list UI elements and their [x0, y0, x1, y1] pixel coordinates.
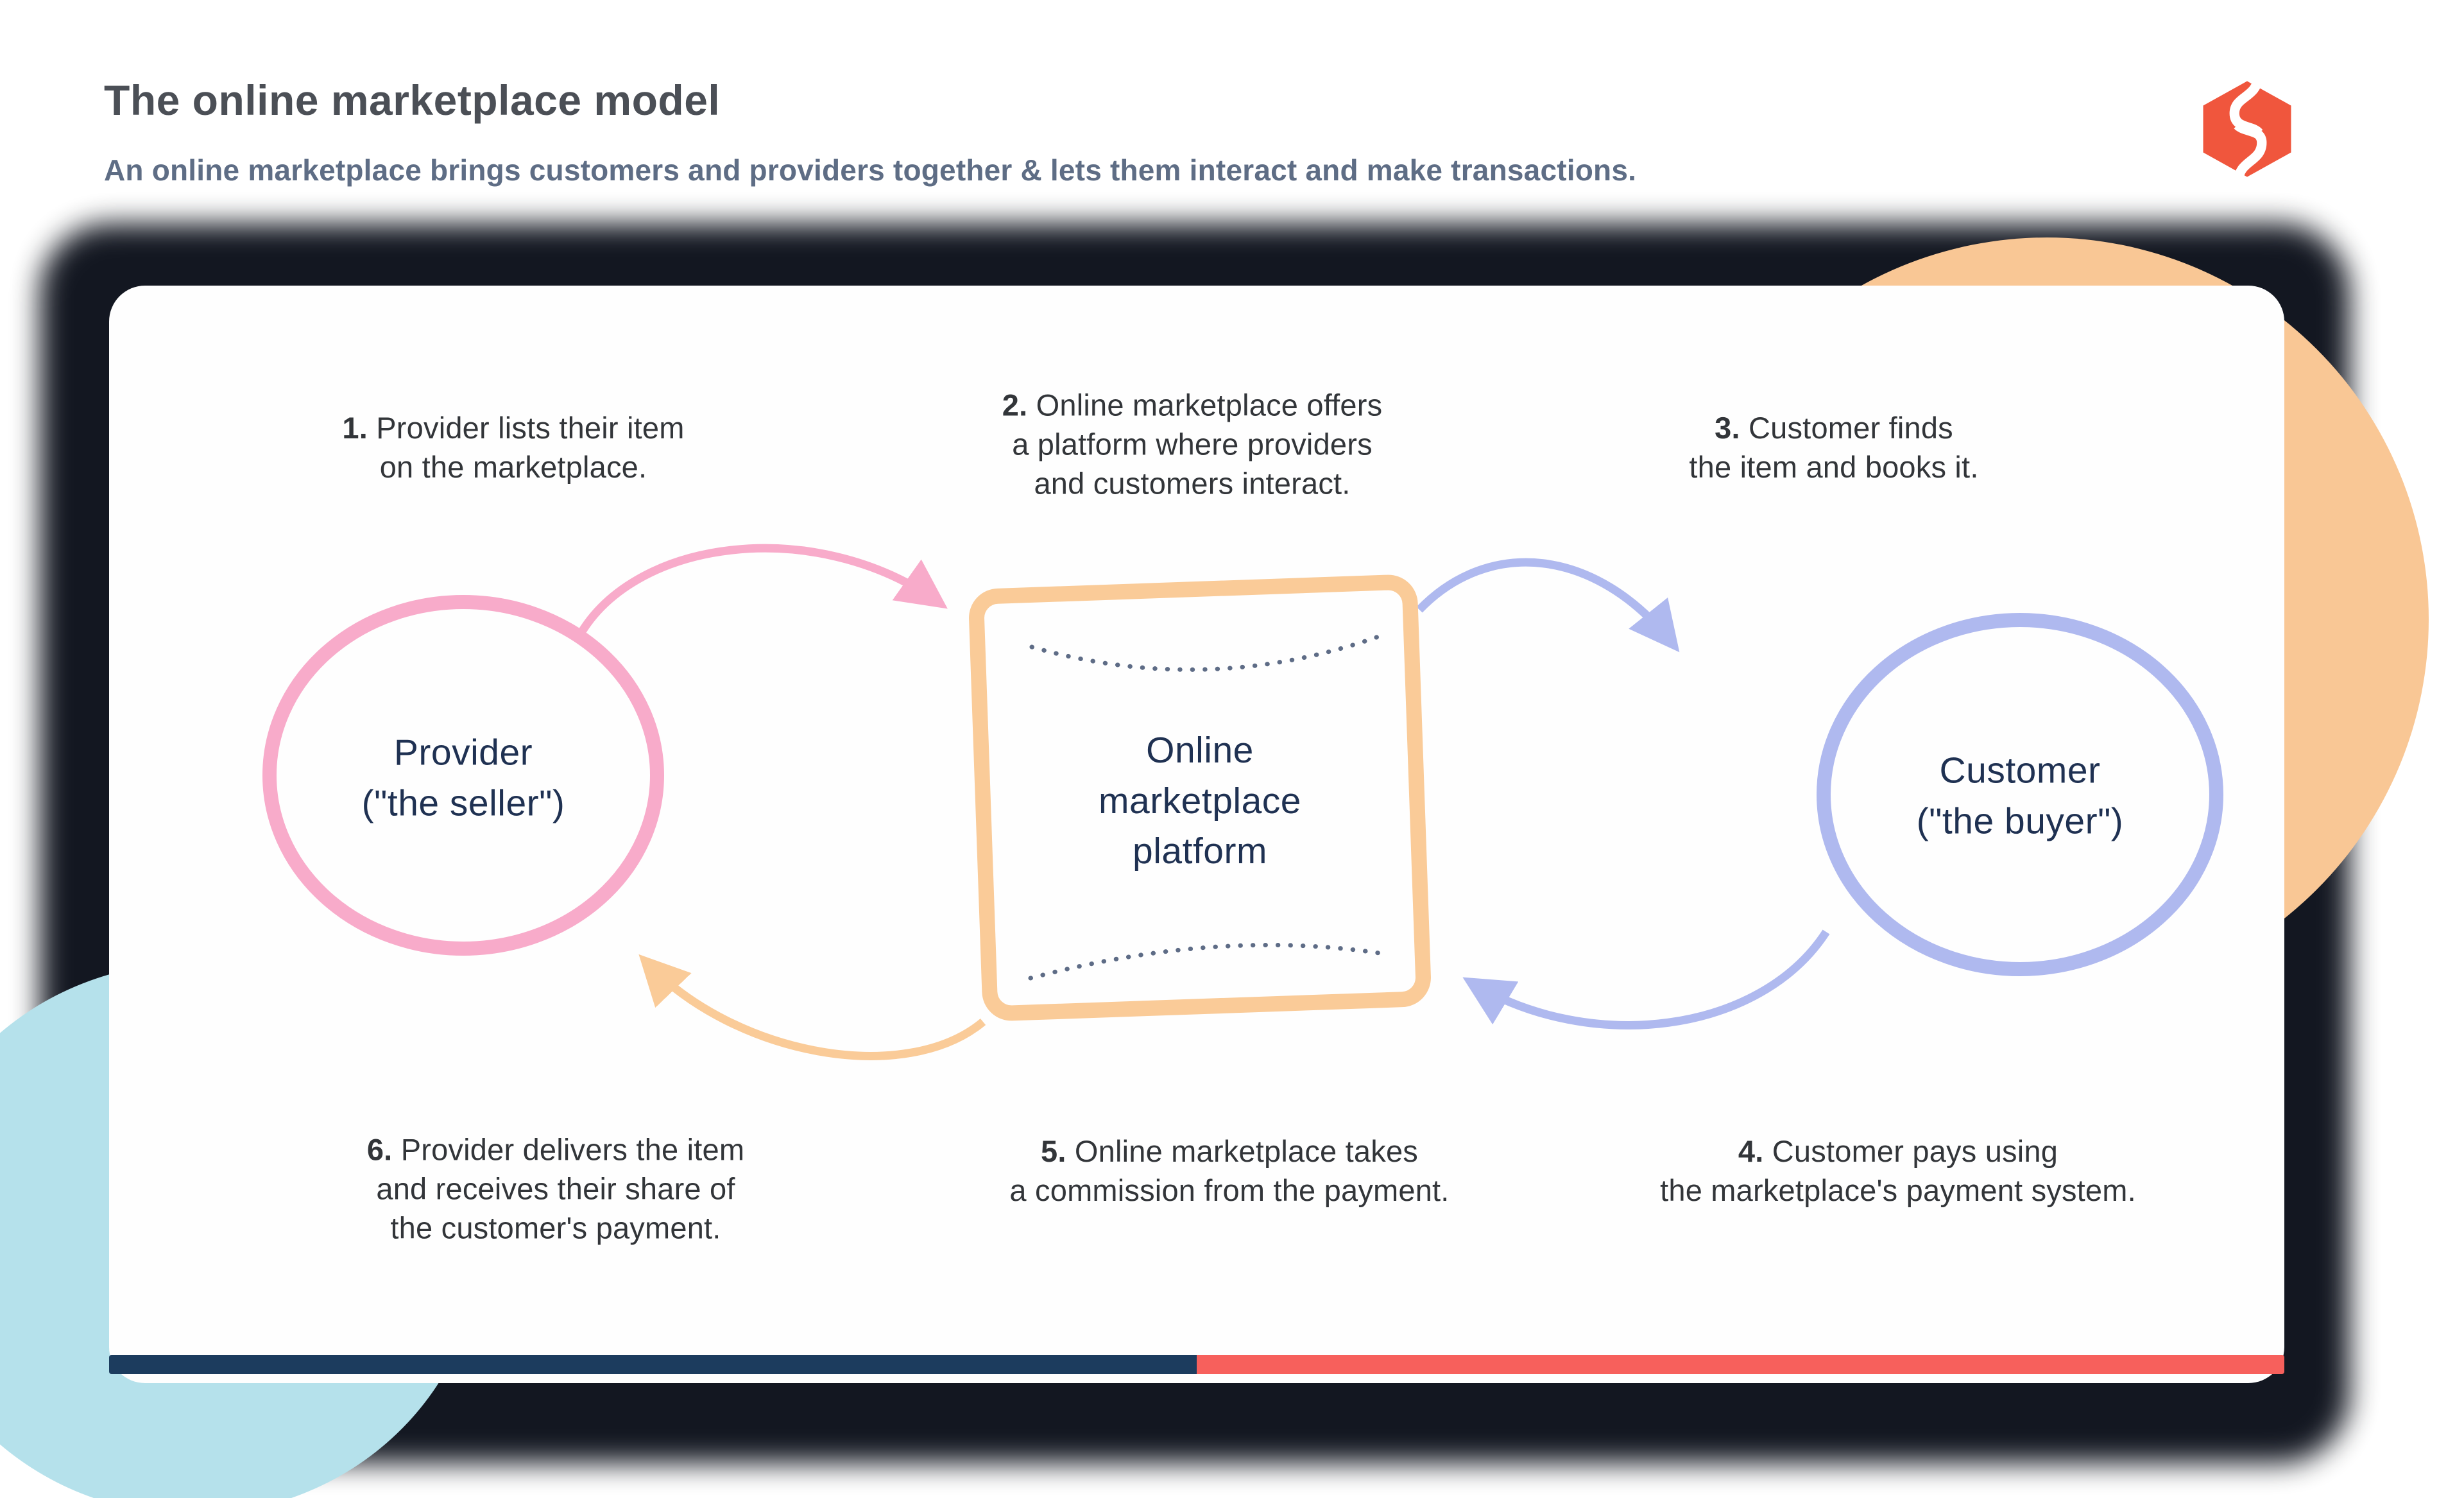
platform-box: [969, 574, 1431, 1021]
sharetribe-logo-icon: [2203, 78, 2291, 180]
arrow-customer-to-platform: [1462, 929, 1830, 1029]
provider-label: Provider ("the seller"): [361, 732, 565, 823]
arrow-platform-to-provider: [638, 954, 986, 1060]
step-3-description: Customer finds the item and books it.: [1689, 410, 1979, 484]
step-4-number: 4.: [1738, 1133, 1764, 1168]
step-5-description: Online marketplace takes a commission fr…: [1009, 1133, 1450, 1207]
step-6-number: 6.: [366, 1132, 393, 1167]
step-4-description: Customer pays using the marketplace's pa…: [1660, 1133, 2136, 1207]
provider-circle: [262, 595, 664, 956]
step-2-description: Online marketplace offers a platform whe…: [1012, 388, 1383, 501]
step-3-number: 3.: [1715, 410, 1740, 445]
customer-label: Customer ("the buyer"): [1916, 750, 2124, 841]
logo-cut-bottom: [2233, 121, 2267, 180]
arrow-platform-to-customer: [1416, 558, 1680, 653]
step-1-number: 1.: [342, 410, 368, 445]
step-2-number: 2.: [1002, 388, 1028, 422]
step-2-text: 2. Online marketplace offers a platform …: [1002, 385, 1383, 503]
platform-label: Online marketplace platform: [1099, 730, 1301, 872]
step-6-description: Provider delivers the item and receives …: [376, 1132, 745, 1245]
customer-circle: [1817, 613, 2223, 976]
bottom-bar-red: [1197, 1355, 2284, 1374]
page-title: The online marketplace model: [104, 76, 721, 124]
step-3-text: 3. Customer finds the item and books it.: [1689, 408, 1978, 486]
step-5-text: 5. Online marketplace takes a commission…: [1009, 1132, 1449, 1210]
step-1-description: Provider lists their item on the marketp…: [376, 410, 685, 484]
step-4-text: 4. Customer pays using the marketplace's…: [1660, 1132, 2136, 1210]
step-5-number: 5.: [1040, 1133, 1066, 1168]
platform-dotted-arc-top: [1029, 634, 1381, 672]
page-subtitle: An online marketplace brings customers a…: [104, 153, 1637, 187]
arrow-provider-to-platform: [572, 544, 948, 644]
step-1-text: 1. Provider lists their item on the mark…: [342, 408, 684, 486]
bottom-bar-navy: [109, 1355, 1197, 1374]
step-6-text: 6. Provider delivers the item and receiv…: [367, 1130, 744, 1247]
